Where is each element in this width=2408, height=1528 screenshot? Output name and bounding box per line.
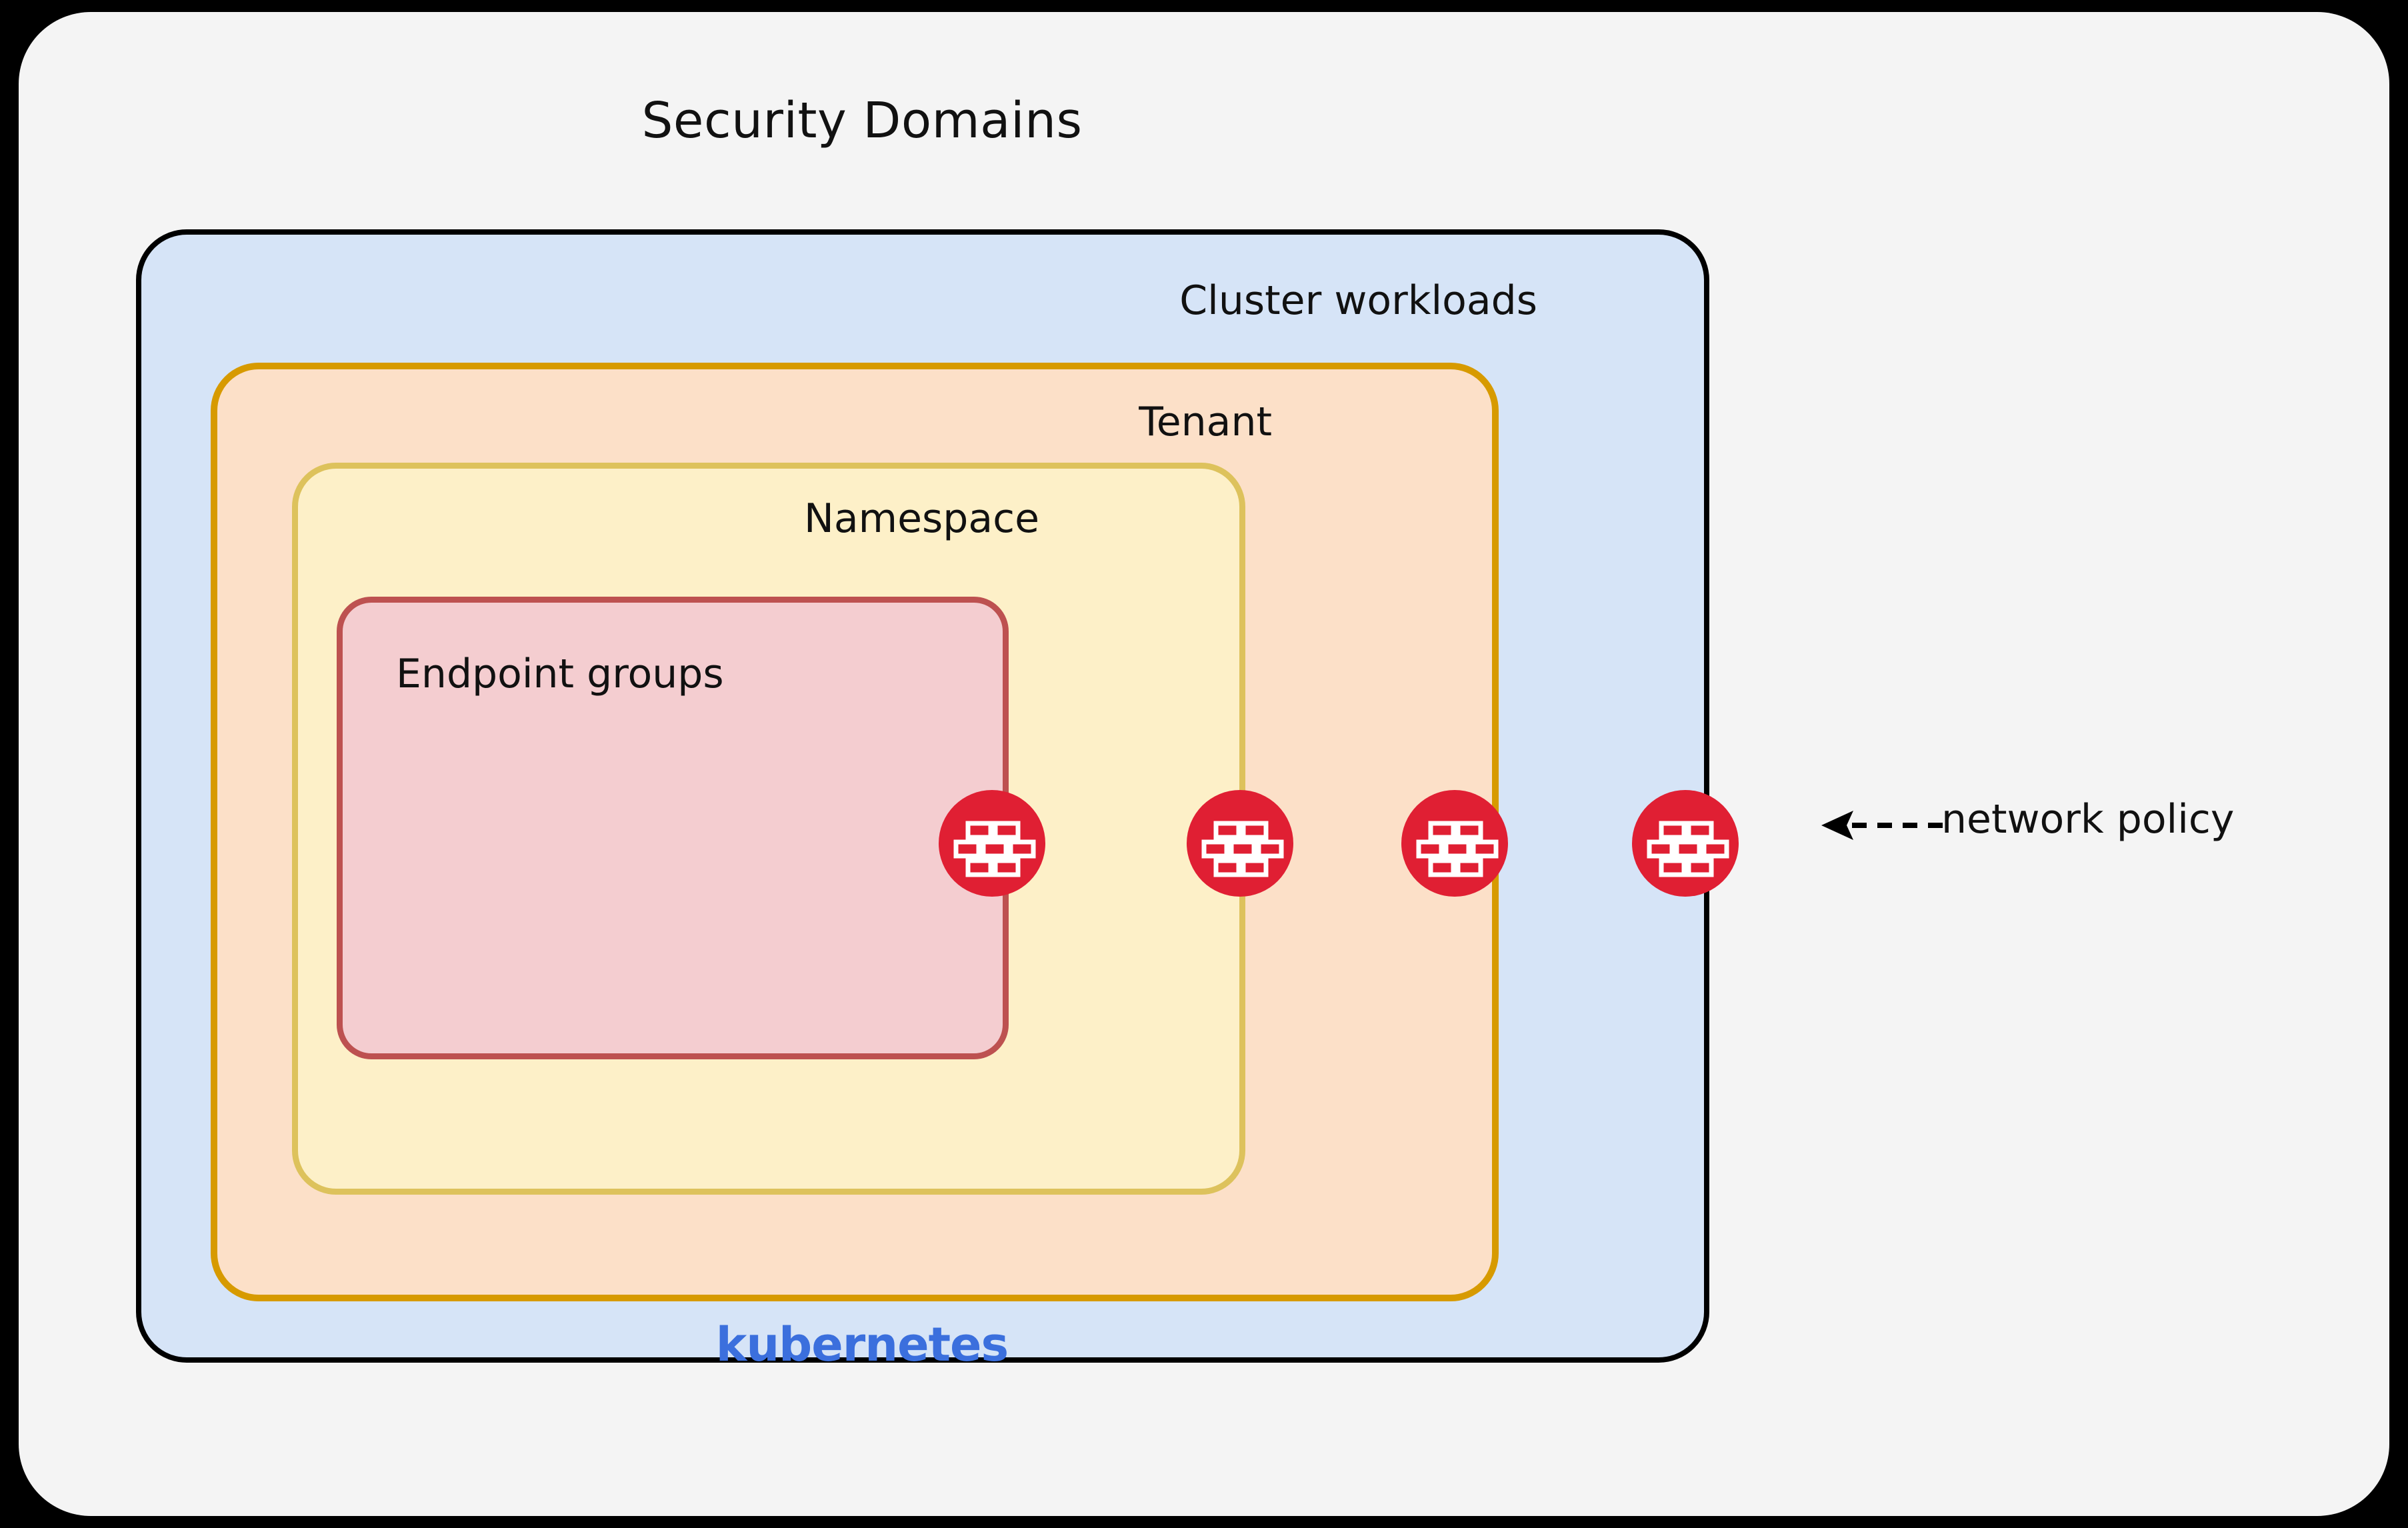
- domain-label-endpoint-groups: Endpoint groups: [396, 651, 724, 697]
- page-title: Security Domains: [641, 92, 1083, 149]
- firewall-brick-icon: [953, 821, 1036, 877]
- domain-label-cluster: Cluster workloads: [1179, 277, 1537, 324]
- domain-label-namespace: Namespace: [803, 495, 1039, 542]
- firewall-brick-icon: [1416, 821, 1499, 877]
- firewall-badge-tenant[interactable]: [1401, 790, 1508, 897]
- domain-box-endpoint-groups[interactable]: Endpoint groups: [337, 597, 1009, 1059]
- outer-panel: Security Domains Cluster workloads Tenan…: [19, 12, 2389, 1516]
- kubernetes-logo: kubernetes: [715, 1317, 1009, 1372]
- firewall-badge-cluster[interactable]: [1632, 790, 1739, 897]
- network-policy-arrow-icon: [1821, 811, 1943, 840]
- firewall-brick-icon: [1647, 821, 1729, 877]
- firewall-badge-namespace[interactable]: [1187, 790, 1293, 897]
- domain-box-tenant[interactable]: Tenant Namespace Endpoint groups: [211, 363, 1499, 1301]
- domain-box-namespace[interactable]: Namespace Endpoint groups: [292, 463, 1245, 1195]
- firewall-brick-icon: [1201, 821, 1284, 877]
- domain-label-tenant: Tenant: [1139, 399, 1272, 445]
- network-policy-label: network policy: [1941, 796, 2235, 843]
- firewall-badge-endpoint[interactable]: [939, 790, 1045, 897]
